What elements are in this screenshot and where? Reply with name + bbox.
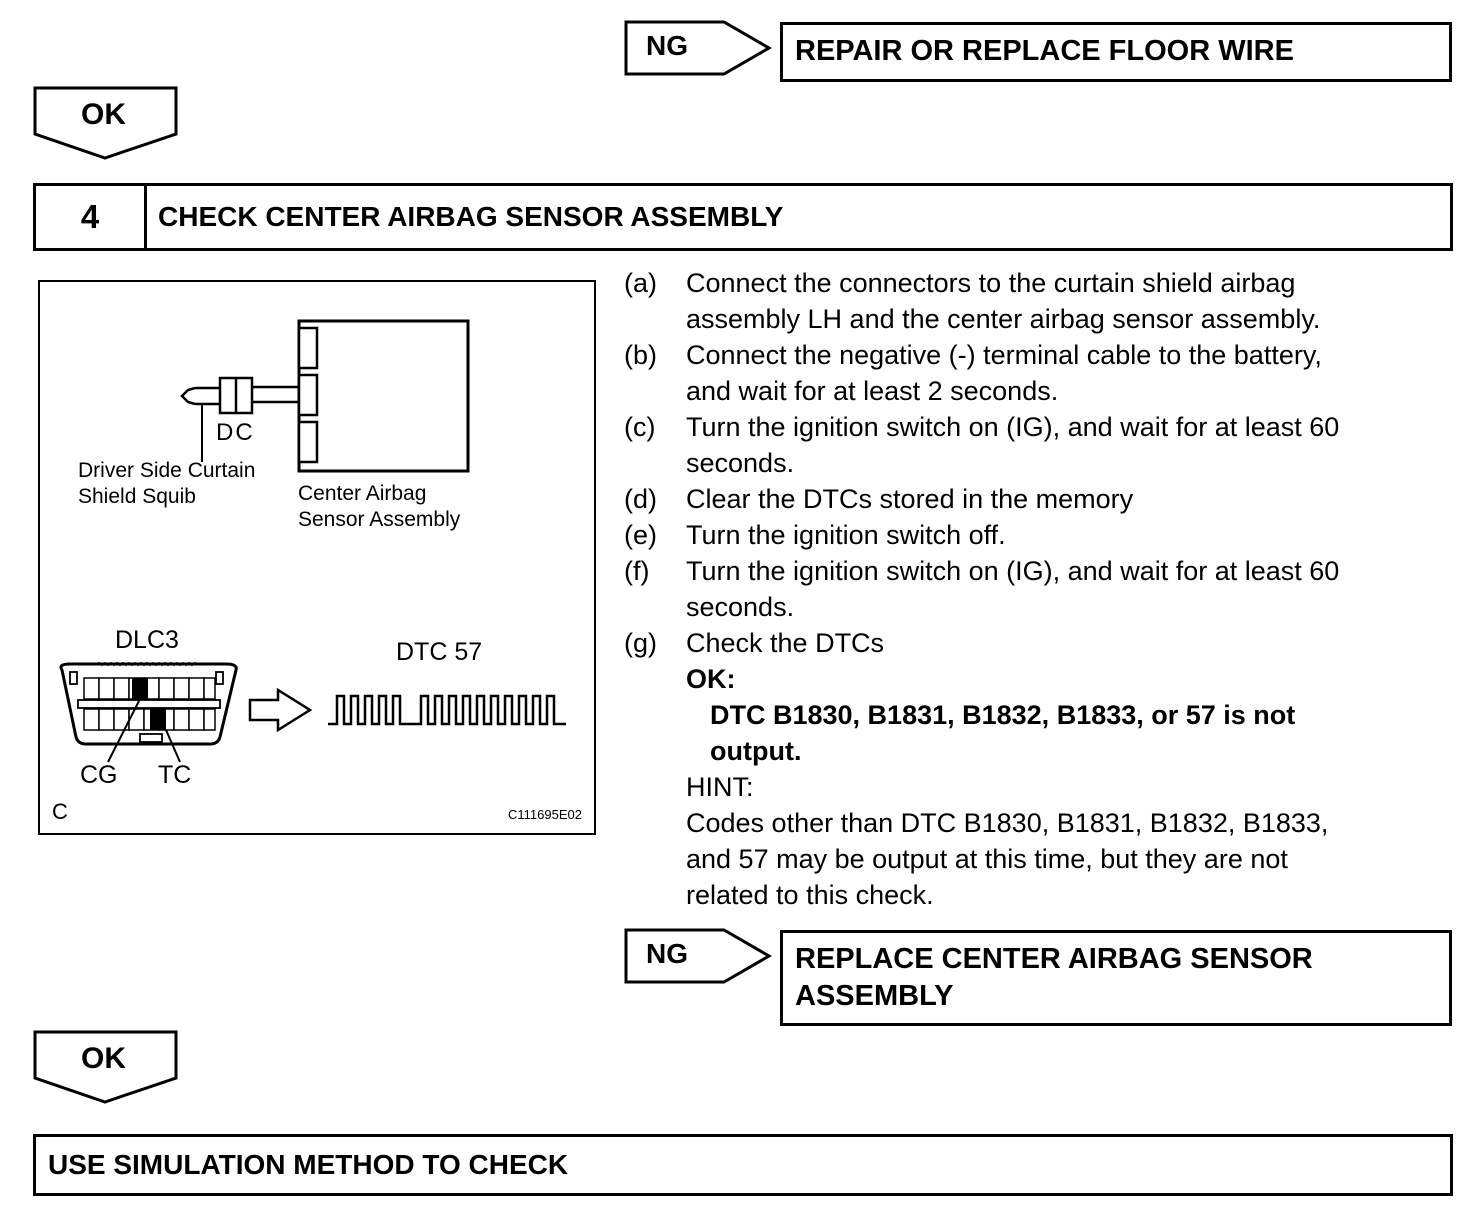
figure-corner-letter: C — [52, 799, 68, 824]
instruction-letter: (b) — [624, 340, 657, 370]
ok-criteria-line-2: output. — [710, 736, 802, 766]
ng-arrow-bottom: NG — [624, 928, 774, 988]
final-step-title: USE SIMULATION METHOD TO CHECK — [48, 1149, 569, 1180]
hint-line-3: related to this check. — [686, 880, 934, 910]
instruction-letter: (e) — [624, 520, 657, 550]
instruction-line: Connect the connectors to the curtain sh… — [686, 268, 1296, 298]
instruction-line: seconds. — [686, 448, 795, 478]
squib-label-line-1: Driver Side Curtain — [78, 459, 256, 482]
result-action-line-1: REPLACE CENTER AIRBAG SENSOR — [795, 943, 1313, 975]
instruction-text: Clear the DTCs stored in the memory — [686, 481, 1446, 517]
step-number: 4 — [36, 186, 147, 248]
hint-line-1: Codes other than DTC B1830, B1831, B1832… — [686, 808, 1329, 838]
result-box-top: REPAIR OR REPLACE FLOOR WIRE — [780, 22, 1452, 82]
instruction-text: Turn the ignition switch on (IG), and wa… — [686, 409, 1446, 481]
step-title: CHECK CENTER AIRBAG SENSOR ASSEMBLY — [158, 201, 784, 232]
hint-label: HINT: — [686, 772, 754, 802]
instruction-text: Turn the ignition switch off. — [686, 517, 1446, 553]
wiring-illustration — [59, 319, 566, 763]
dc-label: DC — [216, 419, 255, 446]
instruction-letter: (a) — [624, 268, 657, 298]
instruction-line: and wait for at least 2 seconds. — [686, 376, 1059, 406]
illustration-frame: DC Driver Side Curtain Shield Squib Cent… — [38, 280, 596, 835]
result-action: REPAIR OR REPLACE FLOOR WIRE — [795, 35, 1294, 67]
instruction-line: Turn the ignition switch off. — [686, 520, 1006, 550]
ok-criteria-line-1: DTC B1830, B1831, B1832, B1833, or 57 is… — [710, 700, 1296, 730]
ok-arrow-shape — [33, 86, 178, 160]
ng-label: NG — [646, 30, 688, 61]
sensor-label-line-2: Sensor Assembly — [298, 508, 461, 531]
instruction-line: Clear the DTCs stored in the memory — [686, 484, 1134, 514]
ng-arrow-shape — [624, 928, 772, 984]
hint-line-2: and 57 may be output at this time, but t… — [686, 844, 1288, 874]
ng-arrow-top: NG — [624, 20, 774, 80]
instruction-letter: (d) — [624, 484, 657, 514]
instruction-text: Connect the connectors to the curtain sh… — [686, 265, 1446, 337]
instruction-letter: (g) — [624, 628, 657, 658]
instruction-line: assembly LH and the center airbag sensor… — [686, 304, 1321, 334]
ok-label: OK — [81, 1042, 126, 1075]
instruction-text: Turn the ignition switch on (IG), and wa… — [686, 553, 1446, 625]
ok-arrow-shape — [33, 1030, 178, 1104]
instruction-text: Connect the negative (-) terminal cable … — [686, 337, 1446, 409]
squib-label-line-2: Shield Squib — [78, 485, 196, 508]
ng-label: NG — [646, 938, 688, 969]
cg-label: CG — [80, 761, 118, 789]
ok-label: OK — [81, 98, 126, 131]
instruction-letter: (f) — [624, 556, 650, 586]
instruction-line: seconds. — [686, 592, 795, 622]
sensor-label-line-1: Center Airbag — [298, 482, 427, 505]
instruction-letter: (c) — [624, 412, 656, 442]
final-step-box: USE SIMULATION METHOD TO CHECK — [33, 1134, 1453, 1196]
instruction-line: Turn the ignition switch on (IG), and wa… — [686, 412, 1340, 442]
step-header: 4 CHECK CENTER AIRBAG SENSOR ASSEMBLY — [33, 183, 1453, 251]
instruction-text: Check the DTCs OK: DTC B1830, B1831, B18… — [686, 625, 1446, 913]
dtc-label: DTC 57 — [396, 638, 483, 666]
instruction-line: Turn the ignition switch on (IG), and wa… — [686, 556, 1340, 586]
ng-arrow-shape — [624, 20, 772, 76]
figure-code: C111695E02 — [508, 807, 582, 822]
dlc3-label: DLC3 — [115, 626, 179, 654]
ok-arrow-2: OK — [33, 1030, 183, 1106]
result-action-line-2: ASSEMBLY — [795, 980, 954, 1012]
tc-label: TC — [158, 761, 192, 789]
ok-arrow-1: OK — [33, 86, 183, 162]
result-box-bottom: REPLACE CENTER AIRBAG SENSOR ASSEMBLY — [780, 930, 1452, 1026]
instruction-line: Connect the negative (-) terminal cable … — [686, 340, 1322, 370]
instruction-line: Check the DTCs — [686, 628, 885, 658]
ok-criteria-label: OK: — [686, 664, 736, 694]
